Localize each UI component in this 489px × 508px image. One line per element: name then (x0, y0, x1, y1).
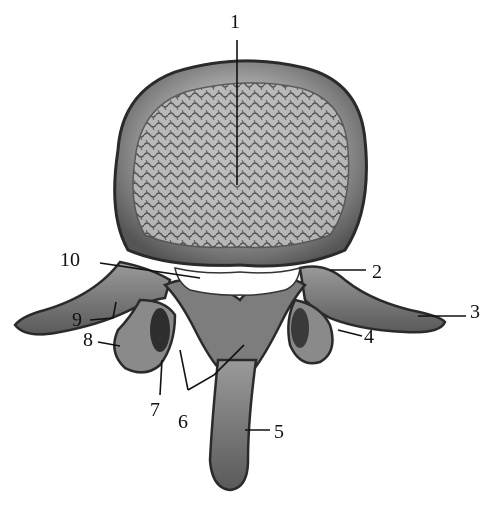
label-2: 2 (372, 262, 382, 282)
spongy-substance (133, 83, 349, 248)
label-6: 6 (178, 412, 188, 432)
label-3: 3 (470, 302, 480, 322)
leader-4 (338, 330, 362, 336)
leader-6b (180, 350, 188, 390)
spinous-process (210, 360, 256, 490)
left-notch-shadow (150, 308, 170, 352)
label-1: 1 (230, 12, 240, 32)
right-notch-shadow (291, 308, 309, 348)
label-4: 4 (364, 327, 374, 347)
label-5: 5 (274, 422, 284, 442)
vertebral-foramen (175, 268, 300, 295)
label-7: 7 (150, 400, 160, 420)
label-8: 8 (83, 330, 93, 350)
label-9: 9 (72, 310, 82, 330)
label-10: 10 (60, 250, 80, 270)
